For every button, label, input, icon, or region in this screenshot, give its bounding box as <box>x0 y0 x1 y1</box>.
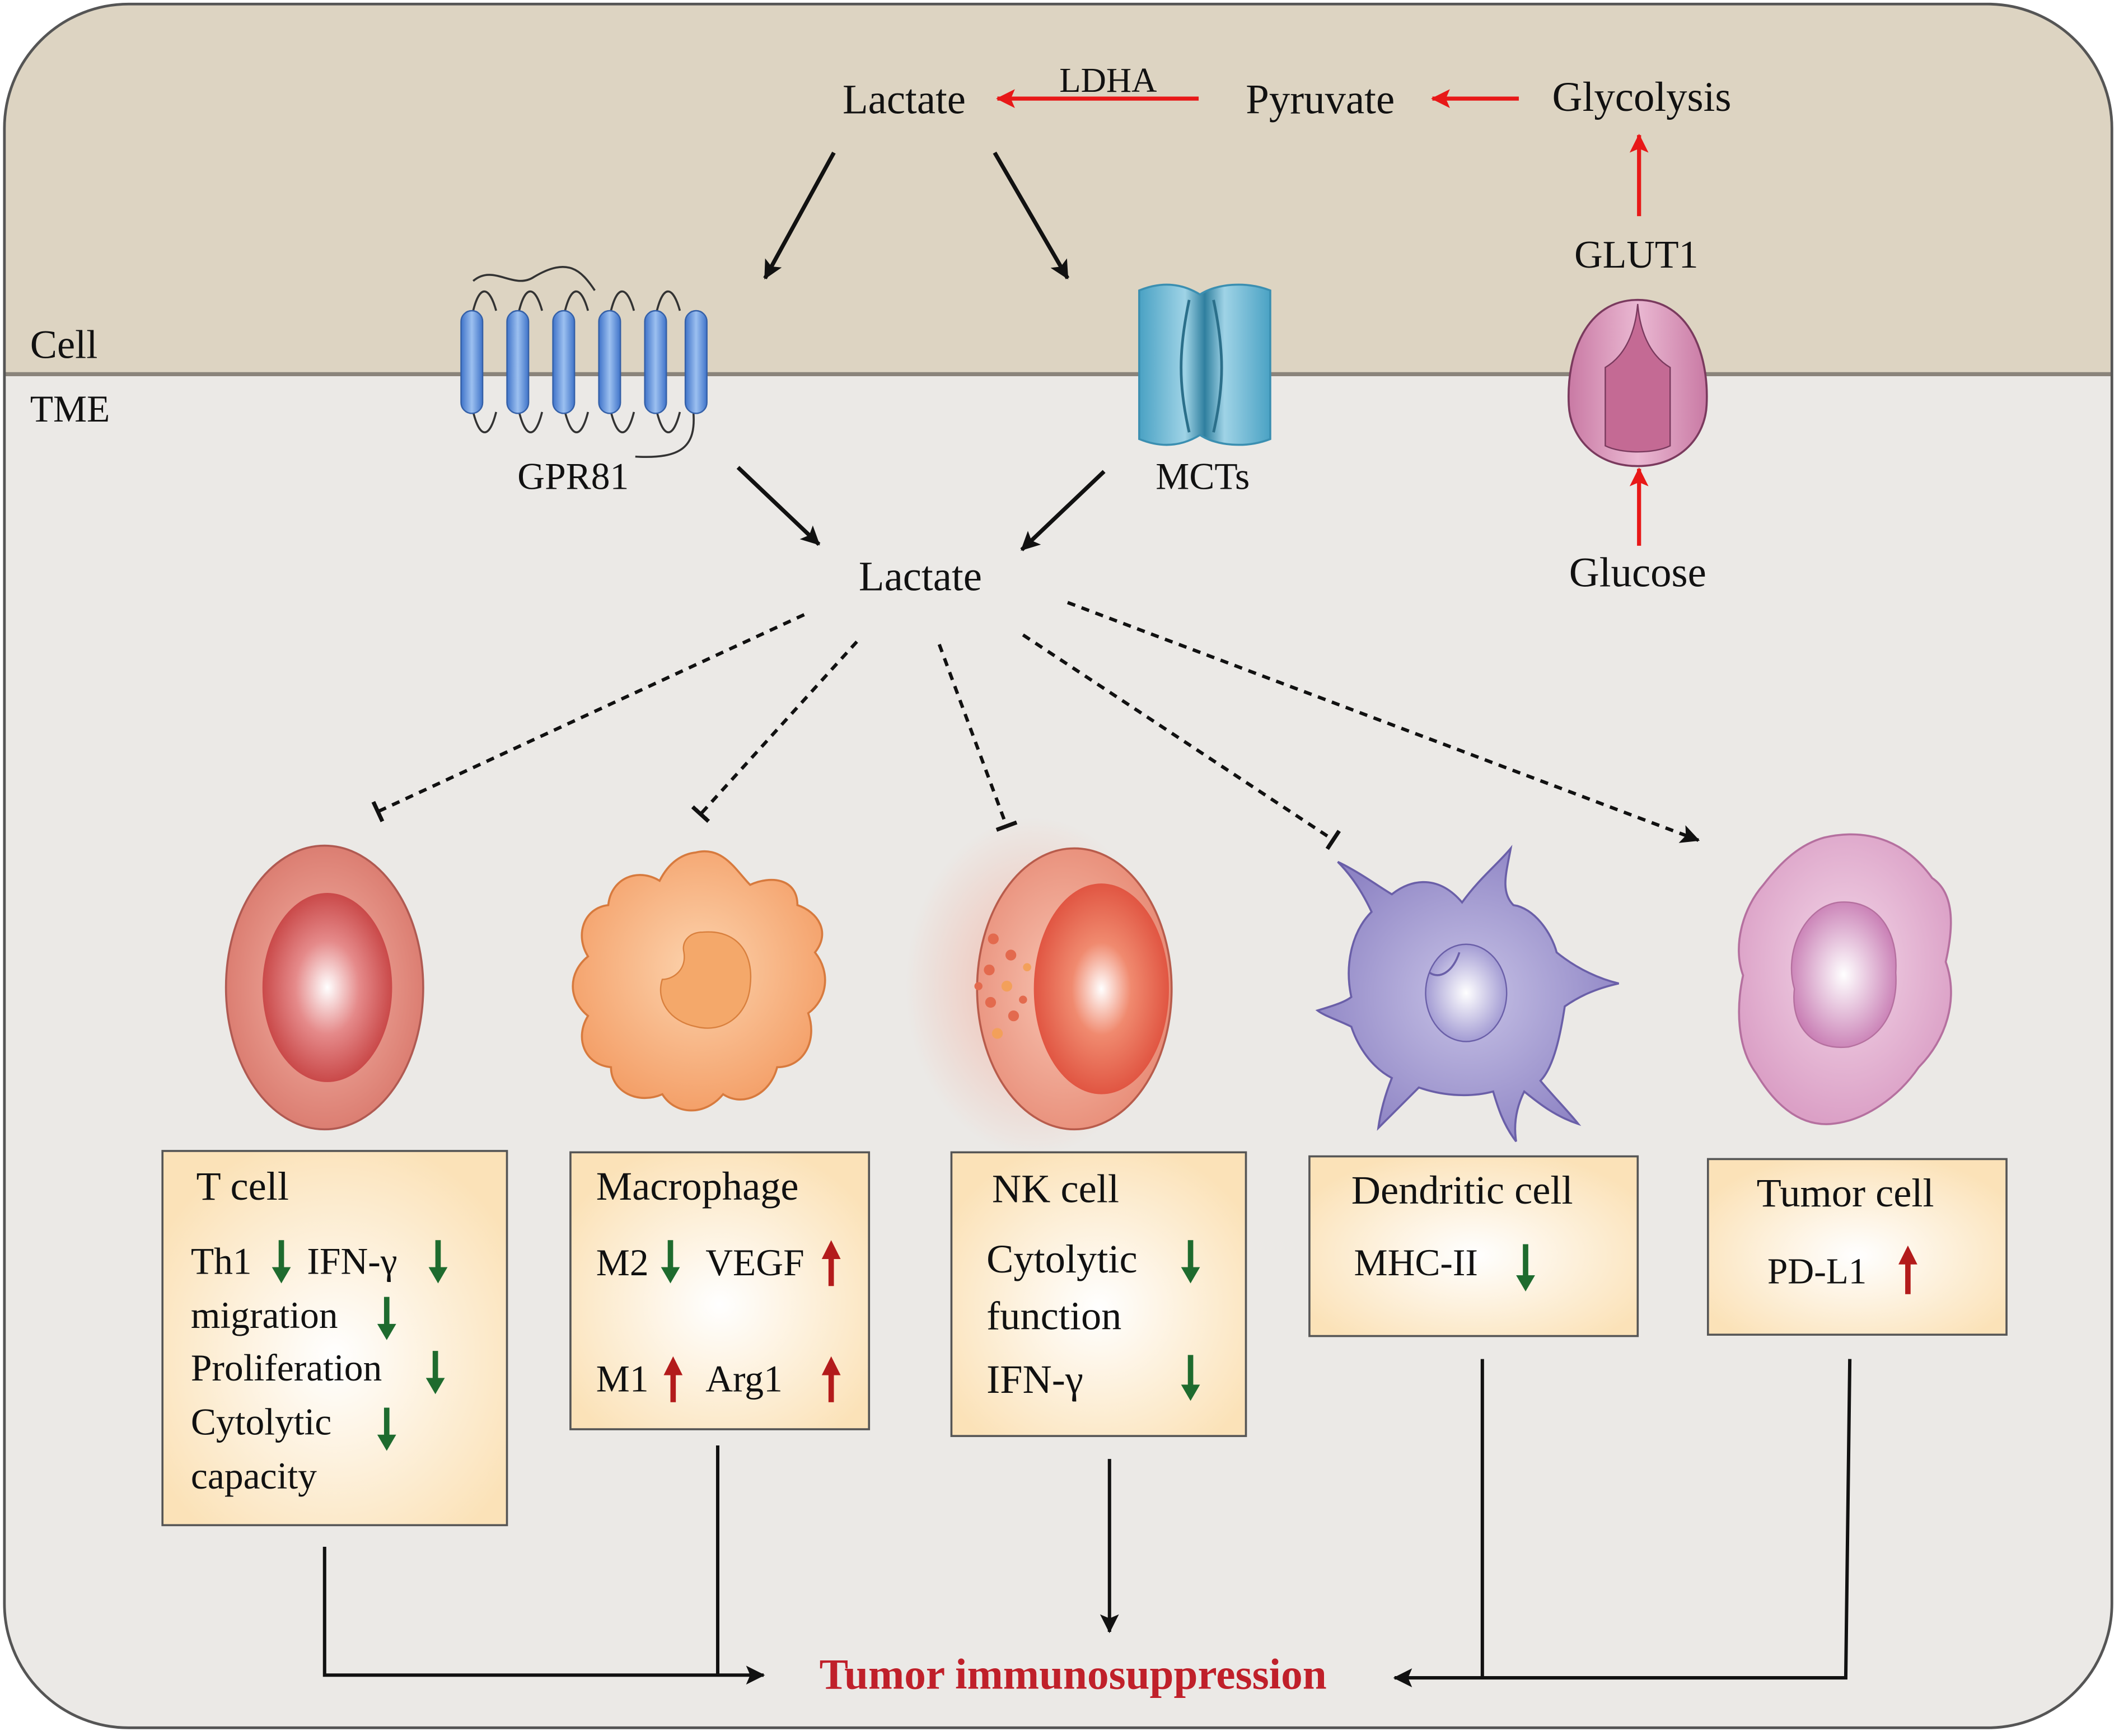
tumor-cell-box: Tumor cell PD-L1 <box>1706 1158 2008 1336</box>
up-arrow-icon <box>1898 1245 1917 1294</box>
macrophage-m1: M1 <box>596 1358 649 1400</box>
region-label-cell: Cell <box>30 321 98 367</box>
nk-cell-ifng: IFN-γ <box>986 1356 1083 1402</box>
t-cell-ifng: IFN-γ <box>307 1241 397 1283</box>
inhibit-dendritic-line <box>1022 633 1341 850</box>
lactate-effect-lines <box>371 601 1700 850</box>
transport-arrows <box>736 151 1106 551</box>
dendritic-cell-title: Dendritic cell <box>1351 1167 1573 1213</box>
down-arrow-icon <box>272 1240 291 1284</box>
nk-cell-icon <box>905 817 1173 1155</box>
down-arrow-icon <box>428 1240 448 1284</box>
down-arrow-icon <box>1516 1244 1535 1292</box>
macrophage-title: Macrophage <box>596 1163 799 1209</box>
gpr81-receptor-icon <box>460 266 708 458</box>
glycolysis-label: Glycolysis <box>1552 74 1732 120</box>
t-cell-capacity: capacity <box>191 1455 317 1497</box>
tumor-cell-pdl1: PD-L1 <box>1767 1251 1867 1292</box>
up-arrow-icon <box>663 1356 683 1402</box>
down-arrows <box>272 1240 1535 1451</box>
t-cell-th1: Th1 <box>191 1241 252 1283</box>
nk-cell-box: NK cell Cytolytic function IFN-γ <box>950 1151 1247 1437</box>
region-label-tme: TME <box>30 388 110 430</box>
glut1-transporter-icon <box>1568 298 1708 467</box>
t-cell-title: T cell <box>197 1163 289 1209</box>
inhibit-nk-line <box>937 643 1018 832</box>
tumor-cell-title: Tumor cell <box>1757 1170 1934 1215</box>
mcts-to-lactate-arrow <box>1020 470 1106 551</box>
outcome-label: Tumor immunosuppression <box>820 1650 1327 1698</box>
down-arrow-icon <box>1181 1240 1200 1284</box>
up-arrow-icon <box>821 1356 841 1402</box>
t-cell-icon <box>224 844 424 1131</box>
glycolysis-arrows <box>996 89 1649 546</box>
tumor-cell-icon <box>1738 833 1952 1125</box>
nk-cell-cytolytic: Cytolytic <box>986 1236 1137 1281</box>
mct-transporter-icon <box>1138 283 1271 446</box>
inhibit-tcell-line <box>371 613 805 822</box>
outcome-connectors <box>322 1359 1852 1687</box>
macrophage-box: Macrophage M2 VEGF M1 Arg1 <box>569 1151 871 1430</box>
gpr81-to-lactate-arrow <box>736 466 821 546</box>
lactate-to-gpr81-arrow <box>763 151 836 280</box>
tcell-to-outcome-line <box>322 1546 765 1685</box>
macrophage-arg1: Arg1 <box>705 1358 783 1400</box>
down-arrow-icon <box>425 1351 445 1395</box>
t-cell-migration: migration <box>191 1294 338 1336</box>
mcts-label: MCTs <box>1156 456 1250 498</box>
up-arrows <box>663 1240 1917 1402</box>
outer-frame <box>3 2 2113 1729</box>
down-arrow-icon <box>377 1297 396 1340</box>
t-cell-cytolytic: Cytolytic <box>191 1401 331 1443</box>
cell-compartment <box>4 4 2112 376</box>
glucose-label: Glucose <box>1569 549 1706 596</box>
lactate-to-mcts-arrow <box>993 151 1070 280</box>
dendritic-cell-box: Dendritic cell MHC-II <box>1308 1155 1639 1337</box>
inhibit-macrophage-line <box>691 640 858 823</box>
t-cell-proliferation: Proliferation <box>191 1347 382 1389</box>
macrophage-vegf: VEGF <box>705 1242 804 1284</box>
down-arrow-icon <box>377 1407 396 1451</box>
lactate-intracellular-label: Lactate <box>843 77 966 123</box>
down-arrow-icon <box>661 1240 680 1284</box>
tumor-to-outcome-line <box>1393 1359 1852 1687</box>
t-cell-box: T cell Th1 IFN-γ migration Proliferation… <box>161 1150 508 1527</box>
nk-cell-title: NK cell <box>992 1166 1119 1211</box>
macrophage-m2: M2 <box>596 1242 649 1284</box>
lactate-tme-label: Lactate <box>859 554 982 600</box>
ldha-label: LDHA <box>1059 60 1157 100</box>
gpr81-label: GPR81 <box>517 456 629 498</box>
nk-cell-function: function <box>986 1293 1121 1338</box>
macrophage-icon <box>572 850 826 1112</box>
pyruvate-label: Pyruvate <box>1246 77 1395 123</box>
dendritic-cell-mhc2: MHC-II <box>1354 1242 1478 1284</box>
glut1-label: GLUT1 <box>1574 233 1699 277</box>
down-arrow-icon <box>1181 1355 1200 1401</box>
dendritic-cell-icon <box>1315 845 1619 1143</box>
up-arrow-icon <box>821 1240 841 1286</box>
